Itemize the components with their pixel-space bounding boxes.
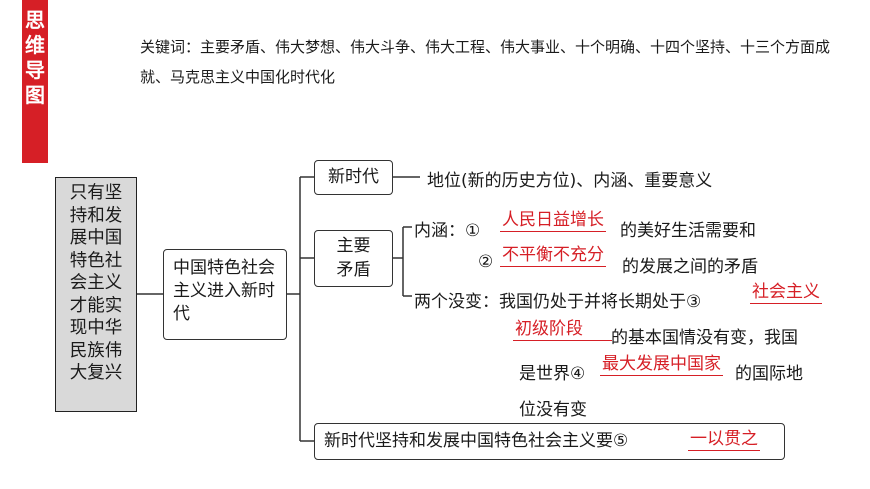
branch-new-era: 新时代: [314, 160, 393, 195]
two-unchanged-text-5: 位没有变: [519, 400, 587, 420]
side-tab-text: 思维导图: [25, 8, 45, 107]
two-unchanged-text: 两个没变：我国仍处于并将长期处于③: [414, 292, 702, 312]
neihan-text-2: 的发展之间的矛盾: [622, 257, 758, 277]
neihan-text-1: 的美好生活需要和: [620, 221, 756, 241]
two-unchanged-text-3: 是世界④: [519, 364, 586, 384]
answer-5: 一以贯之: [688, 429, 760, 451]
answer-1: 人民日益增长: [500, 210, 606, 232]
answer-4: 最大发展中国家: [600, 354, 723, 376]
neihan-label: 内涵：①: [414, 221, 481, 241]
answer-2: 不平衡不充分: [500, 245, 606, 267]
root-node: 只有坚持和发展中国特色社会主义才能实现中华民族伟大复兴: [55, 177, 137, 412]
answer-3: 社会主义: [750, 282, 822, 304]
branch-main-contradiction: 主要矛盾: [314, 230, 393, 287]
new-era-description: 地位(新的历史方位)、内涵、重要意义: [427, 171, 713, 191]
persist-text: 新时代坚持和发展中国特色社会主义要⑤: [324, 431, 629, 451]
center-node: 中国特色社会主义进入新时代: [163, 249, 287, 340]
branch-persist: 新时代坚持和发展中国特色社会主义要⑤: [314, 423, 785, 460]
answer-3b: 初级阶段: [513, 318, 612, 341]
mind-map-tab: 思维导图: [22, 0, 48, 163]
two-unchanged-text-2: 的基本国情没有变，我国: [611, 328, 798, 348]
two-unchanged-text-4: 的国际地: [735, 364, 803, 384]
num-2: ②: [478, 252, 494, 272]
keywords-text: 关键词：主要矛盾、伟大梦想、伟大斗争、伟大工程、伟大事业、十个明确、十四个坚持、…: [140, 38, 831, 86]
